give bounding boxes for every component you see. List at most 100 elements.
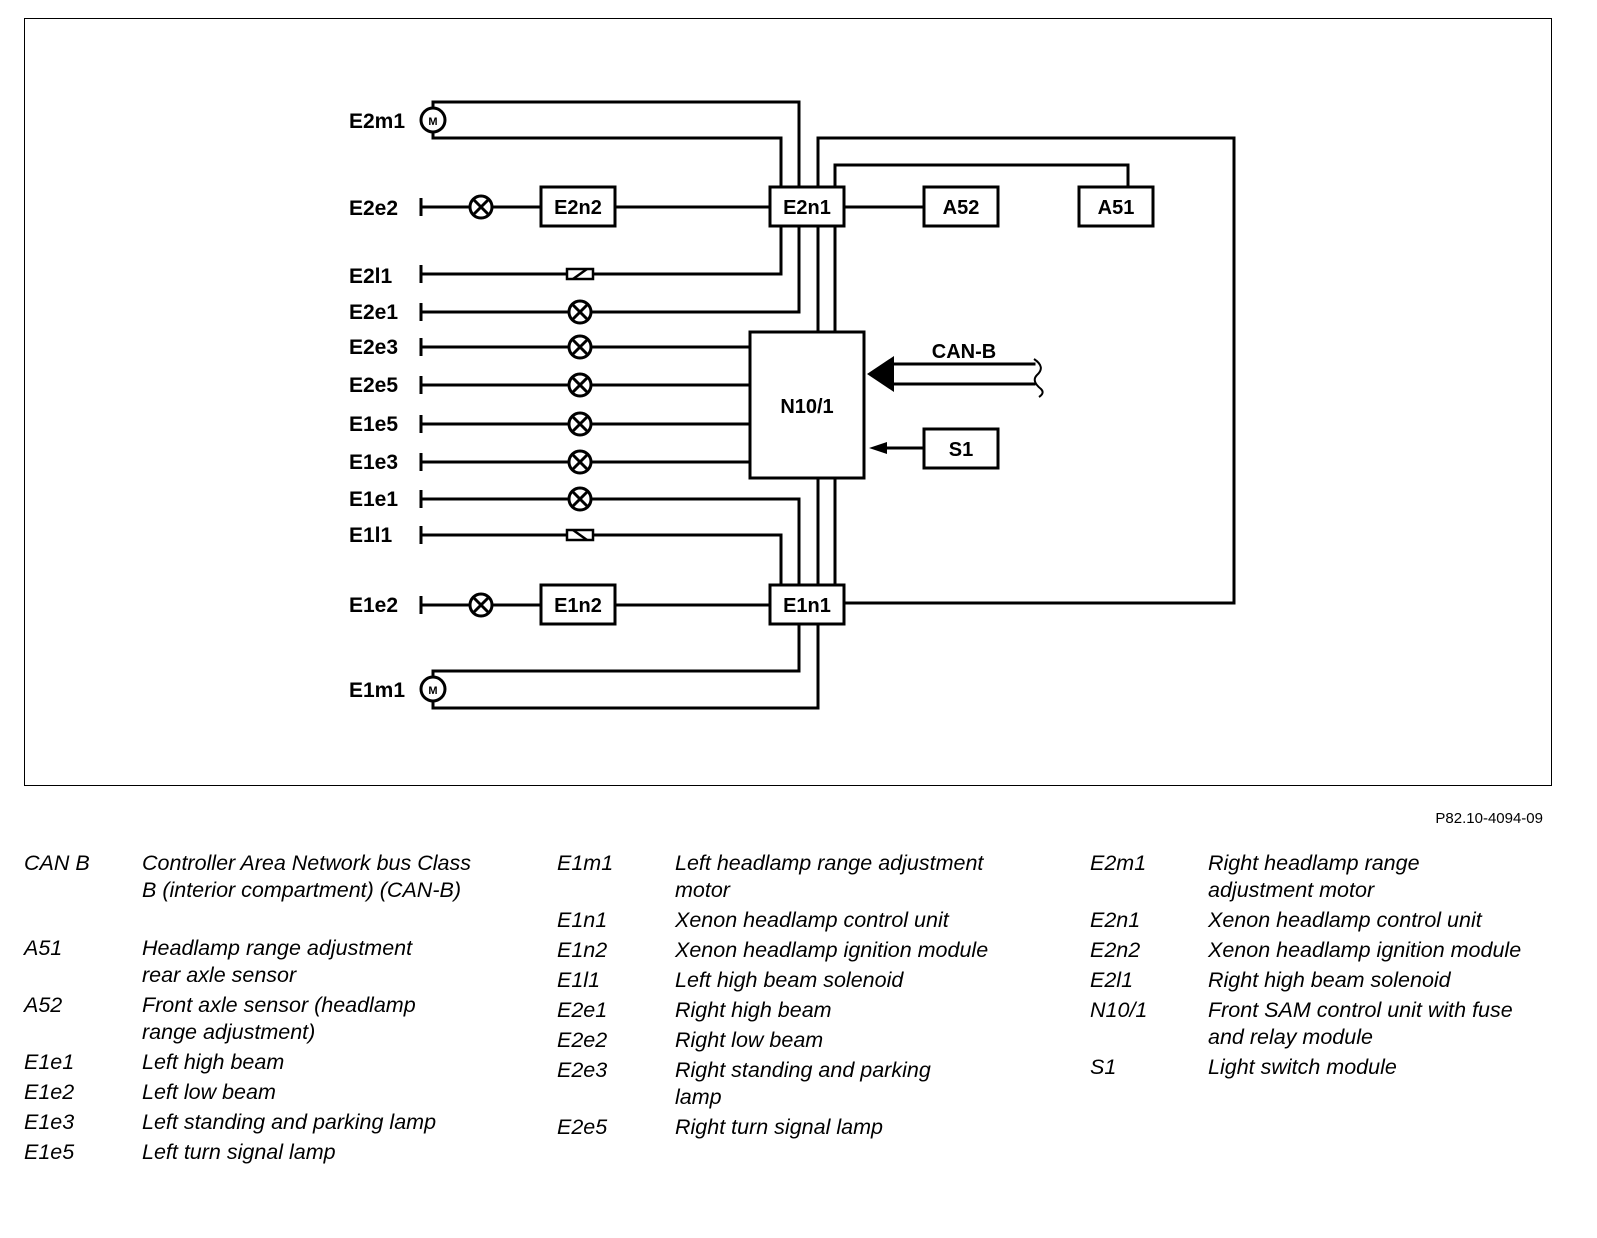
label-e2n2: E2n2 <box>554 197 602 219</box>
legend-item: E1e2 Left low beam <box>24 1079 494 1106</box>
legend-code: E2e5 <box>557 1115 608 1139</box>
legend-code: E1n2 <box>557 938 608 962</box>
legend-description: Right turn signal lamp <box>675 1115 883 1139</box>
label-n101: N10/1 <box>780 396 833 418</box>
label-e1e1: E1e1 <box>349 488 398 511</box>
label-e2m1: E2m1 <box>349 110 405 133</box>
legend-code: E1n1 <box>557 908 608 932</box>
motor-e2m1-symbol: M <box>419 106 447 134</box>
label-e2e1: E2e1 <box>349 301 398 324</box>
legend-code: A52 <box>24 993 63 1017</box>
legend-description: Left low beam <box>142 1080 276 1104</box>
box-e2n2 <box>539 185 617 228</box>
label-e1n1: E1n1 <box>783 595 831 617</box>
legend-item: E2m1 Right headlamp range adjustment mot… <box>1090 850 1570 904</box>
label-e1e2: E1e2 <box>349 594 398 617</box>
label-can-b: CAN-B <box>932 341 996 363</box>
legend-description: Left headlamp range adjustment motor <box>675 851 984 902</box>
legend-item: A52 Front axle sensor (headlamp range ad… <box>24 992 494 1046</box>
legend-description: Xenon headlamp ignition module <box>675 938 989 962</box>
legend-description: Xenon headlamp control unit <box>1208 908 1482 932</box>
lamp-e1e1-symbol <box>567 486 593 512</box>
legend-item: E1m1 Left headlamp range adjustment moto… <box>557 850 1037 904</box>
legend-item: E2n2 Xenon headlamp ignition module <box>1090 937 1570 964</box>
legend-code: E1e5 <box>24 1140 75 1164</box>
legend-code: E2n1 <box>1090 908 1141 932</box>
legend-item: S1 Light switch module <box>1090 1054 1570 1081</box>
label-a51: A51 <box>1098 197 1135 219</box>
legend-description: Right standing and parking lamp <box>675 1058 931 1109</box>
legend-item: E1e3 Left standing and parking lamp <box>24 1109 494 1136</box>
legend-description: Headlamp range adjustment rear axle sens… <box>142 936 413 987</box>
box-e1n2 <box>539 583 617 626</box>
legend-code: A51 <box>24 936 63 960</box>
legend-code: E2n2 <box>1090 938 1141 962</box>
figure-reference-number: P82.10-4094-09 <box>1435 810 1543 827</box>
lamp-e1e5-symbol <box>567 411 593 437</box>
label-e2n1: E2n1 <box>783 197 831 219</box>
legend-code: E2e2 <box>557 1028 608 1052</box>
legend-column-2: E1m1 Left headlamp range adjustment moto… <box>557 850 1037 1144</box>
legend-item: E1n2 Xenon headlamp ignition module <box>557 937 1037 964</box>
legend-code: E1e2 <box>24 1080 75 1104</box>
label-e2e3: E2e3 <box>349 336 398 359</box>
legend-code: E1m1 <box>557 851 614 875</box>
label-e1e5: E1e5 <box>349 413 398 436</box>
legend-description: Right headlamp range adjustment motor <box>1208 851 1420 902</box>
legend-code: E2l1 <box>1090 968 1134 992</box>
label-e2e5: E2e5 <box>349 374 398 397</box>
wiring-diagram: M M E2m1 E2e2 E2l1 E2e1 E2e3 E2e5 E1e5 E… <box>349 100 1236 710</box>
legend-item: N10/1 Front SAM control unit with fuse a… <box>1090 997 1570 1051</box>
legend-code: E1e1 <box>24 1050 75 1074</box>
legend-item: E1n1 Xenon headlamp control unit <box>557 907 1037 934</box>
box-a52 <box>922 185 1000 228</box>
legend-description: Front axle sensor (headlamp range adjust… <box>142 993 416 1044</box>
lamp-e1e2-symbol <box>468 592 494 618</box>
box-a51 <box>1077 185 1155 228</box>
legend-description: Light switch module <box>1208 1055 1397 1079</box>
box-e1n1 <box>768 583 846 626</box>
legend-code: N10/1 <box>1090 998 1148 1022</box>
legend-item: E1l1 Left high beam solenoid <box>557 967 1037 994</box>
legend-code: E2e1 <box>557 998 608 1022</box>
legend-description: Right high beam solenoid <box>1208 968 1451 992</box>
legend-column-1: CAN B Controller Area Network bus Class … <box>24 850 494 1169</box>
legend-description: Xenon headlamp ignition module <box>1208 938 1522 962</box>
legend-description: Right high beam <box>675 998 832 1022</box>
legend-code: E1e3 <box>24 1110 75 1134</box>
lamp-e2e3-symbol <box>567 334 593 360</box>
box-s1 <box>922 427 1000 470</box>
label-e2l1: E2l1 <box>349 265 393 288</box>
legend-description: Left high beam <box>142 1050 285 1074</box>
legend-description: Left standing and parking lamp <box>142 1110 437 1134</box>
legend-item: E2n1 Xenon headlamp control unit <box>1090 907 1570 934</box>
legend-code: E1l1 <box>557 968 601 992</box>
label-a52: A52 <box>943 197 980 219</box>
solenoid-e1l1-symbol <box>565 528 595 542</box>
legend-description: Controller Area Network bus Class B (int… <box>142 851 471 902</box>
legend-item: CAN B Controller Area Network bus Class … <box>24 850 494 904</box>
legend-code: E2m1 <box>1090 851 1147 875</box>
box-n101 <box>748 330 866 480</box>
legend-code: CAN B <box>24 851 90 875</box>
solenoid-e2l1-symbol <box>565 267 595 281</box>
legend-description: Left high beam solenoid <box>675 968 904 992</box>
legend-code: E2e3 <box>557 1058 608 1082</box>
label-e1l1: E1l1 <box>349 524 393 547</box>
legend-code: S1 <box>1090 1055 1117 1079</box>
label-e2e2: E2e2 <box>349 197 398 220</box>
legend-item: E2l1 Right high beam solenoid <box>1090 967 1570 994</box>
legend-item: E2e3 Right standing and parking lamp <box>557 1057 1037 1111</box>
lamp-e2e5-symbol <box>567 372 593 398</box>
wiring-diagram-frame: M M E2m1 E2e2 E2l1 E2e1 E2e3 E2e5 E1e5 E… <box>24 18 1552 786</box>
legend-item: E2e5 Right turn signal lamp <box>557 1114 1037 1141</box>
legend-item: E2e2 Right low beam <box>557 1027 1037 1054</box>
legend-description: Xenon headlamp control unit <box>675 908 949 932</box>
motor-e1m1-symbol: M <box>419 675 447 703</box>
label-e1e3: E1e3 <box>349 451 398 474</box>
label-e1m1: E1m1 <box>349 679 405 702</box>
legend-item: E1e1 Left high beam <box>24 1049 494 1076</box>
svg-text:M: M <box>428 116 437 128</box>
label-e1n2: E1n2 <box>554 595 602 617</box>
legend-description: Left turn signal lamp <box>142 1140 336 1164</box>
